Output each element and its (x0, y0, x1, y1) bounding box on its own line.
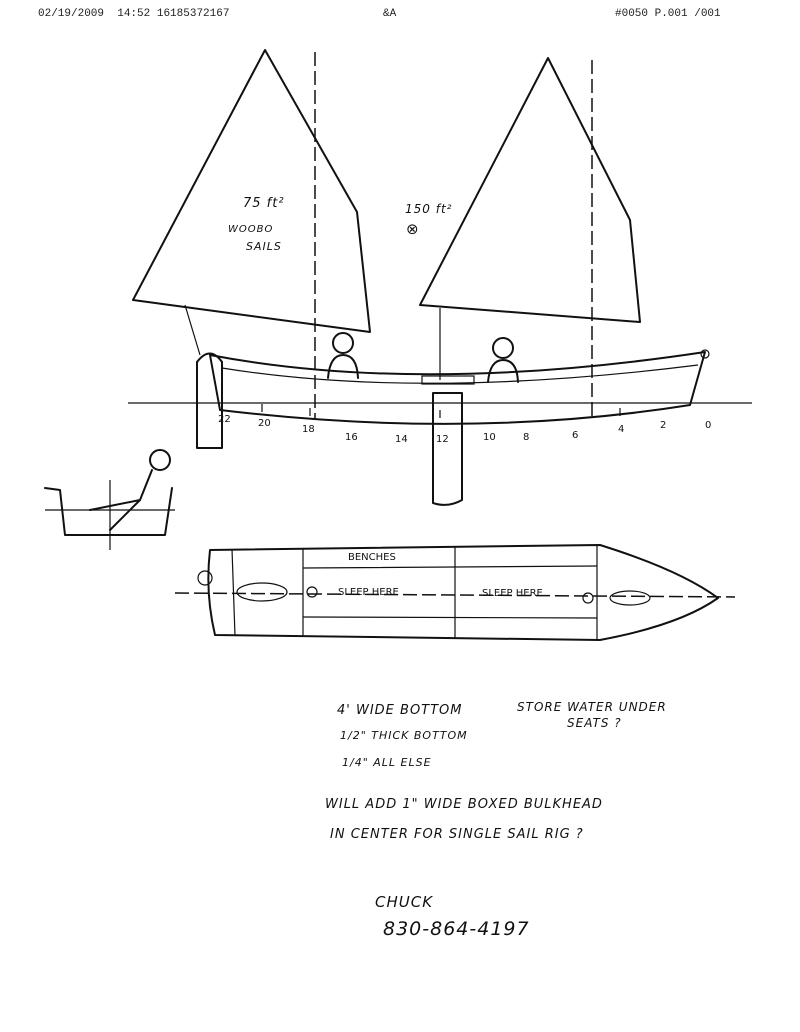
fax-time: 14:52 (117, 8, 151, 20)
fax-date: 02/19/2009 (38, 8, 105, 20)
person-head-right (492, 337, 514, 359)
person-head-left (332, 332, 354, 354)
person-body-left (327, 354, 359, 379)
station-6: 6 (572, 430, 578, 441)
right-sail-symbol: ⊗ (406, 220, 420, 238)
left-boom-line (184, 304, 201, 356)
note-store-water-1: STORE WATER UNDER (517, 700, 667, 714)
plan-label-sleep-right: SLEEP HERE (482, 588, 543, 599)
note-bulkhead-1: WILL ADD 1" WIDE BOXED BULKHEAD (325, 797, 603, 812)
right-sail (419, 57, 641, 323)
station-22: 22 (218, 414, 231, 425)
note-bulkhead-2: IN CENTER FOR SINGLE SAIL RIG ? (330, 827, 584, 842)
plan-view (174, 544, 736, 641)
station-labels: 22 20 18 16 14 12 10 8 6 4 2 0 (218, 414, 711, 445)
fax-center-mark: &A (383, 8, 397, 20)
station-10: 10 (483, 432, 496, 443)
plan-label-sleep-left: SLEEP HERE (338, 587, 399, 598)
station-12: 12 (436, 434, 449, 445)
station-8: 8 (523, 432, 529, 443)
note-all-else: 1/4" ALL ELSE (342, 756, 432, 769)
note-bottom-thickness: 1/2" THICK BOTTOM (340, 729, 468, 742)
note-bottom-width: 4' WIDE BOTTOM (337, 703, 463, 718)
left-sail-note-2: SAILS (246, 240, 282, 253)
person-body-right (487, 359, 519, 383)
fax-datetime: 02/19/2009 14:52 16185372167 (38, 8, 229, 20)
station-16: 16 (345, 432, 358, 443)
fax-phone: 16185372167 (156, 8, 230, 20)
centre-box (421, 375, 475, 385)
station-0: 0 (705, 420, 711, 431)
signature-name: CHUCK (375, 893, 434, 911)
plan-label-benches: BENCHES (348, 552, 396, 563)
left-sail (132, 49, 371, 333)
station-18: 18 (302, 424, 315, 435)
station-20: 20 (258, 418, 271, 429)
rudder (196, 352, 223, 449)
fax-page-number: #0050 P.001 /001 (615, 8, 721, 20)
left-sail-note-1: WOOBO (228, 224, 274, 235)
station-14: 14 (395, 434, 408, 445)
leeboard (432, 392, 463, 506)
hull-profile (209, 351, 706, 425)
bow-eye (700, 349, 710, 359)
station-4: 4 (618, 424, 624, 435)
right-sail-area: 150 ft² (405, 202, 453, 216)
hull-sheer-line (221, 364, 699, 384)
station-ticks (261, 404, 621, 418)
signature-phone: 830-864-4197 (383, 918, 530, 940)
note-store-water-2: SEATS ? (567, 716, 622, 730)
station-2: 2 (660, 420, 666, 431)
seated-figure-sketch (44, 449, 175, 550)
left-sail-area: 75 ft² (243, 196, 285, 211)
